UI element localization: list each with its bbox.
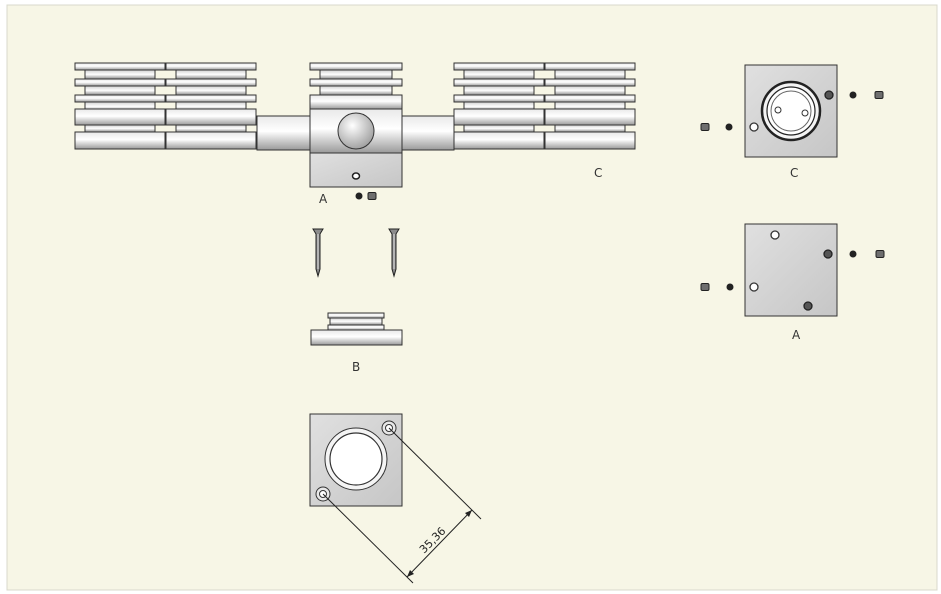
plate-a-right-nut-icon	[875, 250, 885, 258]
plate-view-c: C	[700, 64, 884, 180]
hub-hole-icon	[351, 172, 361, 180]
right-bracket-module-2	[544, 62, 636, 150]
plate-a-hole-right-icon	[823, 249, 833, 259]
plate-a	[744, 223, 838, 317]
hub-dowel-icon	[355, 192, 363, 200]
plate-c-left-dowel-icon	[725, 123, 733, 131]
plate-c-right-hole-icon	[824, 90, 834, 100]
plate-c-left-hole-icon	[749, 122, 759, 132]
center-knob	[337, 112, 375, 150]
plate-a-hole-top-icon	[770, 230, 780, 240]
base-label-b: B	[352, 360, 360, 374]
right-bracket-module-1	[453, 62, 545, 150]
top-label-a: A	[319, 192, 328, 206]
right-connecting-rod	[401, 115, 455, 151]
center-hub-a	[309, 62, 403, 188]
plate-a-hole-left-icon	[749, 282, 759, 292]
dimension-extension-line-1	[388, 427, 482, 520]
view-label-a: A	[792, 328, 801, 342]
dimension-extension-line-2	[322, 493, 414, 584]
left-bracket-module-1	[74, 62, 166, 150]
left-connecting-rod	[256, 115, 312, 151]
plate-a-left-dowel-icon	[726, 283, 734, 291]
dimension-line	[406, 509, 473, 578]
view-label-c: C	[790, 166, 798, 180]
plate-a-hole-bottom-icon	[803, 301, 813, 311]
top-assembly-view: A C	[74, 62, 636, 206]
plate-a-right-dowel-icon	[849, 250, 857, 258]
plate-c-left-nut-icon	[700, 123, 710, 131]
base-part-b: B	[310, 312, 403, 374]
left-bracket-module-2	[165, 62, 257, 150]
plate-c-right-nut-icon	[874, 91, 884, 99]
plate-a-left-nut-icon	[700, 283, 710, 291]
plate-c-right-dowel-icon	[849, 91, 857, 99]
plate-view-a: A	[700, 223, 885, 342]
top-label-c: C	[594, 166, 602, 180]
bottom-plate-view: 35,36	[309, 413, 482, 584]
hub-nut-icon	[367, 192, 377, 200]
